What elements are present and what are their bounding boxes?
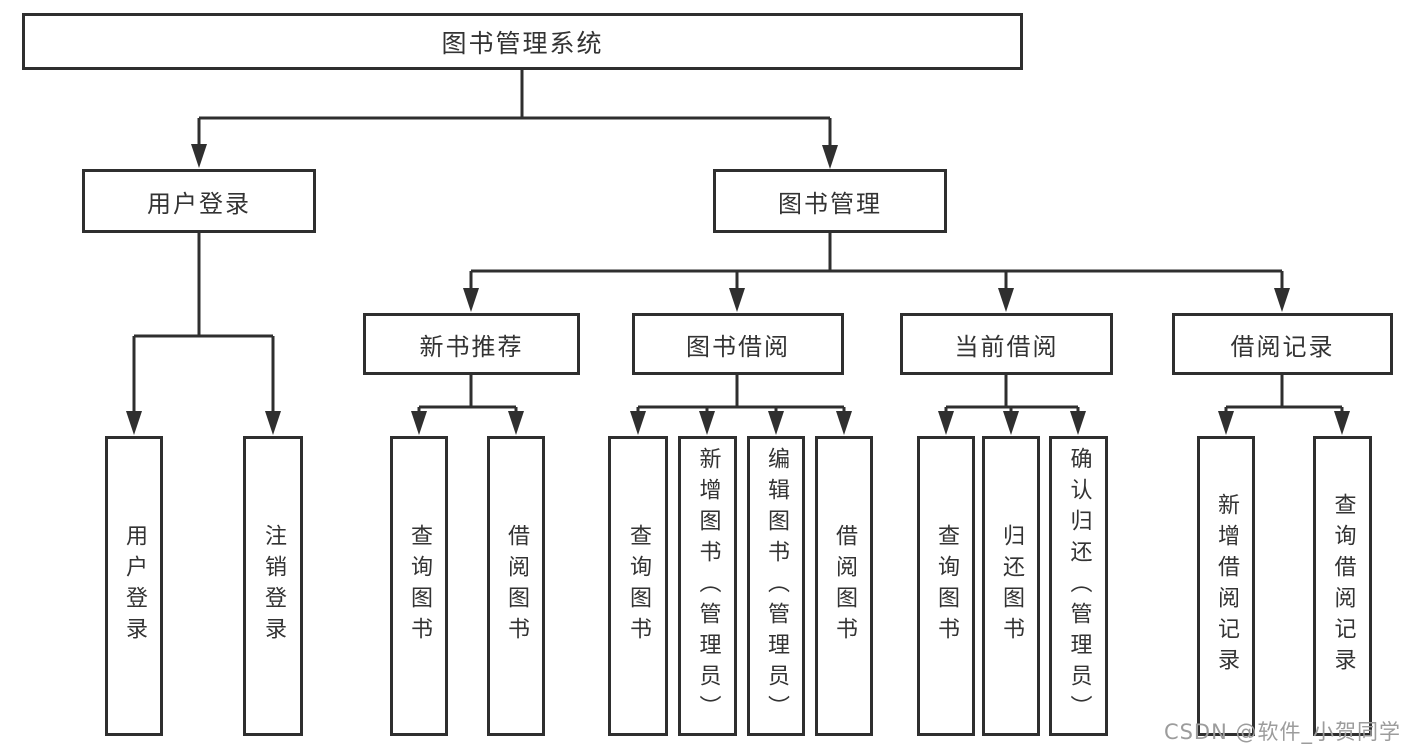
node-label: 查询借阅记录 bbox=[1330, 493, 1356, 679]
node-label: 用户登录 bbox=[122, 524, 147, 648]
node-label: 用户登录 bbox=[147, 189, 251, 218]
leaf-borrow-books-recommend: 借阅图书 bbox=[487, 436, 545, 736]
arrow-down-icon bbox=[1070, 411, 1086, 435]
node-current-borrowing: 当前借阅 bbox=[900, 313, 1113, 375]
node-label: 新增借阅记录 bbox=[1214, 493, 1239, 679]
node-book-management: 图书管理 bbox=[713, 169, 947, 233]
arrow-down-icon bbox=[630, 411, 646, 435]
node-new-book-recommendation: 新书推荐 bbox=[363, 313, 580, 375]
leaf-add-borrow-record: 新增借阅记录 bbox=[1197, 436, 1255, 736]
arrow-down-icon bbox=[998, 288, 1014, 312]
arrow-down-icon bbox=[1003, 411, 1019, 435]
node-label: 查询图书 bbox=[626, 524, 651, 648]
arrow-down-icon bbox=[265, 411, 281, 435]
arrow-down-icon bbox=[836, 411, 852, 435]
arrow-down-icon bbox=[1218, 411, 1234, 435]
leaf-query-books-current: 查询图书 bbox=[917, 436, 975, 736]
node-label: 借阅图书 bbox=[504, 524, 529, 648]
leaf-user-login: 用户登录 bbox=[105, 436, 163, 736]
leaf-confirm-return-admin: 确认归还（管理员） bbox=[1049, 436, 1108, 736]
arrow-down-icon bbox=[1334, 411, 1350, 435]
leaf-logout: 注销登录 bbox=[243, 436, 303, 736]
node-label: 查询图书 bbox=[407, 524, 432, 648]
arrow-down-icon bbox=[1274, 288, 1290, 312]
node-label: 图书借阅 bbox=[686, 332, 790, 361]
node-label: 新书推荐 bbox=[419, 332, 524, 361]
arrow-down-icon bbox=[463, 288, 479, 312]
leaf-return-books: 归还图书 bbox=[982, 436, 1040, 736]
arrowheads bbox=[126, 144, 1350, 435]
arrow-down-icon bbox=[191, 144, 207, 168]
node-label: 注销登录 bbox=[261, 524, 286, 648]
node-label: 借阅记录 bbox=[1230, 332, 1335, 361]
arrow-down-icon bbox=[699, 411, 715, 435]
node-borrowing-records: 借阅记录 bbox=[1172, 313, 1393, 375]
node-label: 归还图书 bbox=[999, 524, 1024, 648]
node-library-management-system: 图书管理系统 bbox=[22, 13, 1023, 70]
leaf-add-book-admin: 新增图书（管理员） bbox=[678, 436, 737, 736]
node-book-borrowing: 图书借阅 bbox=[632, 313, 844, 375]
arrow-down-icon bbox=[938, 411, 954, 435]
node-label: 当前借阅 bbox=[954, 332, 1059, 361]
arrow-down-icon bbox=[126, 411, 142, 435]
node-user-login: 用户登录 bbox=[82, 169, 316, 233]
arrow-down-icon bbox=[411, 411, 427, 435]
arrow-down-icon bbox=[768, 411, 784, 435]
node-label: 编辑图书（管理员） bbox=[764, 446, 789, 726]
csdn-watermark: CSDN @软件_小贺同学 bbox=[1163, 720, 1401, 744]
arrow-down-icon bbox=[822, 145, 838, 169]
node-label: 图书管理系统 bbox=[441, 28, 604, 58]
leaf-edit-book-admin: 编辑图书（管理员） bbox=[747, 436, 805, 736]
leaf-query-books-recommend: 查询图书 bbox=[390, 436, 448, 736]
node-label: 新增图书（管理员） bbox=[695, 446, 721, 726]
leaf-query-books-borrow: 查询图书 bbox=[608, 436, 668, 736]
arrow-down-icon bbox=[508, 411, 524, 435]
node-label: 查询图书 bbox=[934, 524, 959, 648]
leaf-borrow-books: 借阅图书 bbox=[815, 436, 873, 736]
node-label: 确认归还（管理员） bbox=[1066, 446, 1092, 726]
node-label: 图书管理 bbox=[778, 189, 882, 218]
node-label: 借阅图书 bbox=[832, 524, 857, 648]
leaf-query-borrow-record: 查询借阅记录 bbox=[1313, 436, 1372, 736]
arrow-down-icon bbox=[729, 288, 745, 312]
